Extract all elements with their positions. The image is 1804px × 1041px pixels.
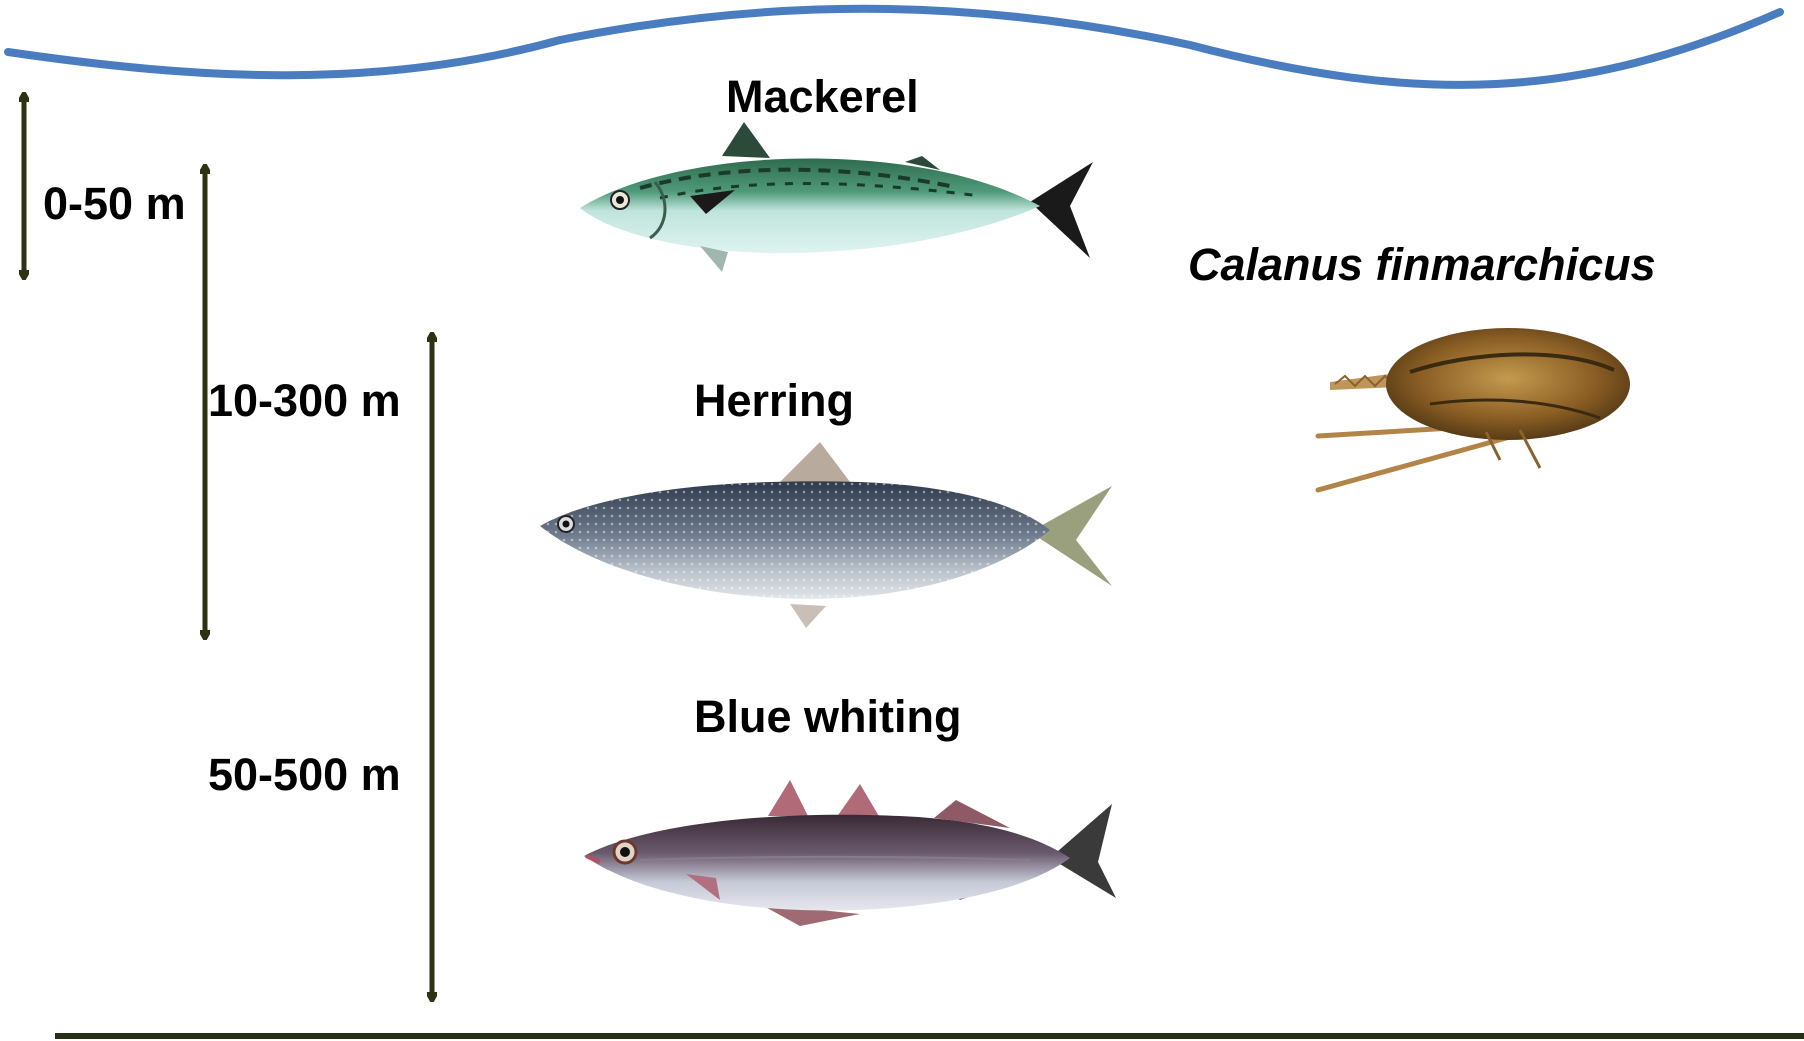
depth-label-10-300: 10-300 m [208,378,401,423]
copepod-illustration [1318,328,1630,490]
blue-whiting-fish-illustration [584,780,1116,926]
species-label-mackerel: Mackerel [726,74,919,119]
species-label-herring: Herring [694,378,854,423]
depth-label-50-500: 50-500 m [208,752,401,797]
mackerel-fish-illustration [580,122,1093,272]
species-label-calanus-finmarchicus: Calanus finmarchicus [1188,242,1656,287]
species-label-blue-whiting: Blue whiting [694,694,961,739]
herring-fish-illustration [540,442,1112,628]
depth-label-0-50: 0-50 m [43,181,186,226]
